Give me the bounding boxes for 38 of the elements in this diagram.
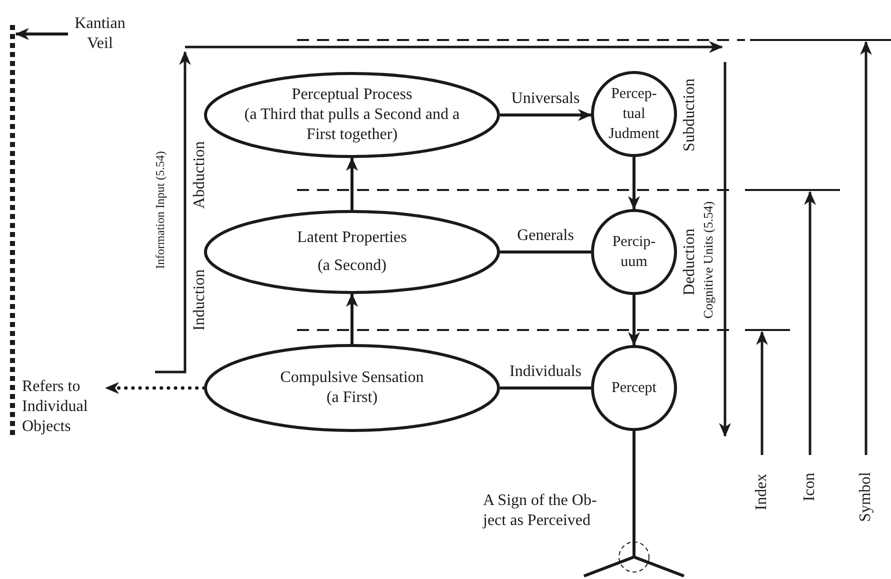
rotated-label: Index	[754, 474, 770, 510]
fork-drawing	[584, 540, 684, 578]
rotated-label: Induction	[192, 269, 208, 331]
connector-line	[500, 250, 591, 254]
node-text: Latent Properties	[296, 228, 408, 248]
node-text: Compulsive Sensation	[279, 368, 425, 388]
arrow	[628, 295, 640, 346]
concept-circle	[591, 71, 677, 157]
node-text: Percip- uum	[611, 233, 657, 272]
dotted-line	[9, 25, 16, 435]
process-ellipse	[204, 344, 500, 432]
note-text: Refers to Individual Objects	[22, 377, 106, 437]
node-text: Perceptual Process	[290, 85, 414, 105]
concept-circle	[591, 209, 677, 295]
connector-line	[500, 386, 591, 390]
rotated-label: Icon	[802, 472, 818, 502]
arrow	[346, 157, 358, 210]
rotated-label: Symbol	[858, 472, 874, 522]
node-text: (a Second)	[316, 256, 388, 276]
arrow	[500, 109, 592, 121]
node-text: (a Third that pulls a Second and a First together)	[243, 105, 461, 145]
rotated-label: Abduction	[192, 141, 208, 209]
process-ellipse	[204, 72, 500, 158]
rotated-label: Subduction	[682, 78, 698, 152]
rotated-label: Deduction	[682, 228, 698, 296]
node-text: Percep- tual Judment	[608, 85, 660, 144]
node-text: Percept	[610, 379, 658, 398]
arrow	[15, 28, 68, 40]
arrow	[346, 293, 358, 344]
process-ellipse	[204, 210, 500, 294]
dotted-arrow	[104, 382, 206, 394]
connector-line	[632, 431, 636, 540]
note-text: Kantian Veil	[68, 14, 132, 54]
rotated-label: Information Input (5.54)	[154, 151, 166, 269]
concept-circle	[591, 345, 677, 431]
rotated-label: Cognitive Units (5.54)	[702, 201, 714, 319]
arrow	[628, 157, 640, 210]
node-text: (a First)	[325, 388, 379, 408]
